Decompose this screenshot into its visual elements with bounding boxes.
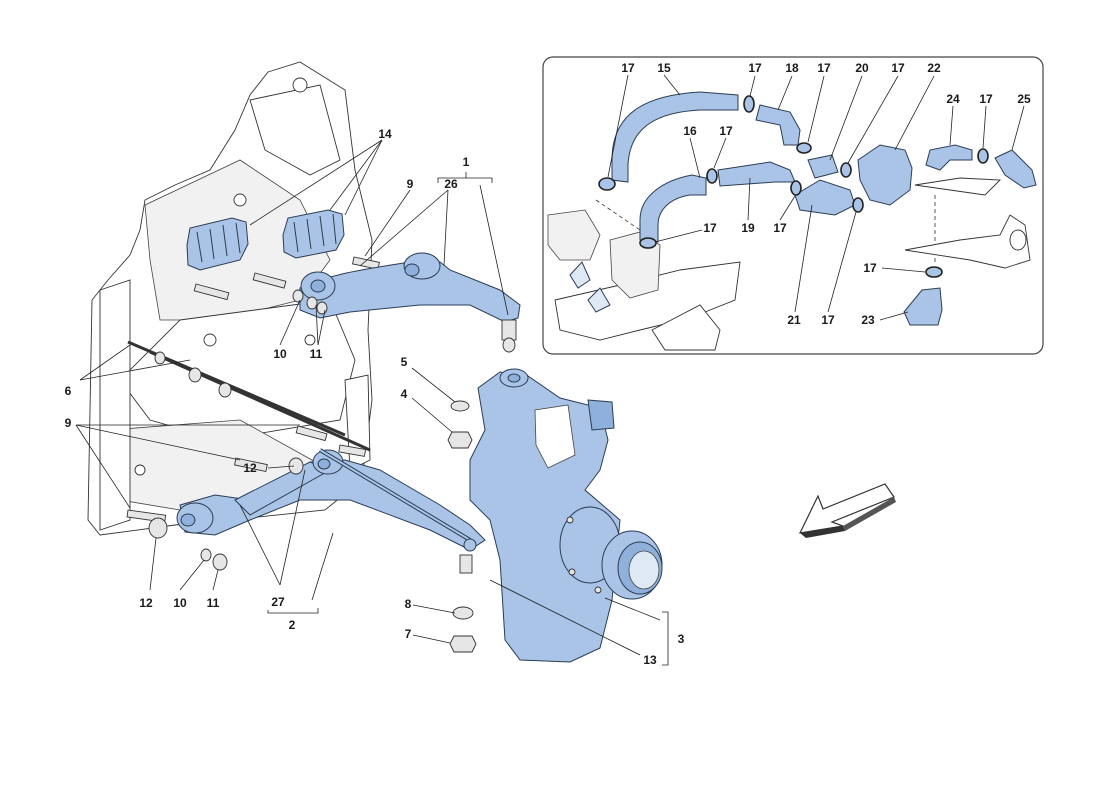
callout-inset-17h: 17: [773, 221, 787, 235]
callout-labels: 1 26 9 14 6 9 10 11 12 12 10 11 27 2 5 4…: [65, 61, 1031, 667]
callout-inset-22: 22: [927, 61, 941, 75]
lower-bushings: [148, 457, 304, 571]
upper-bolts: [193, 256, 380, 301]
callout-inset-17f: 17: [719, 124, 733, 138]
callout-12-mid: 12: [243, 461, 257, 475]
callout-8: 8: [405, 597, 412, 611]
callout-inset-17a: 17: [621, 61, 635, 75]
callout-inset-17c: 17: [817, 61, 831, 75]
callout-inset-20: 20: [855, 61, 869, 75]
callout-inset-25: 25: [1017, 92, 1031, 106]
callout-10-upper: 10: [273, 347, 287, 361]
upper-washers: [292, 289, 328, 315]
callout-3: 3: [678, 632, 685, 646]
callout-2: 2: [289, 618, 296, 632]
callout-26: 26: [444, 177, 458, 191]
callout-inset-17j: 17: [863, 261, 877, 275]
callout-inset-15: 15: [657, 61, 671, 75]
callout-13: 13: [643, 653, 657, 667]
upper-bracket-right: [282, 209, 345, 259]
callout-6: 6: [65, 384, 72, 398]
callout-9-left: 9: [65, 416, 72, 430]
callout-7: 7: [405, 627, 412, 641]
callout-1: 1: [463, 155, 470, 169]
lower-bolts: [126, 425, 367, 523]
leader-lines: [75, 74, 1025, 666]
callout-inset-21: 21: [787, 313, 801, 327]
callout-27: 27: [271, 595, 285, 609]
callout-inset-17i: 17: [821, 313, 835, 327]
callout-inset-18: 18: [785, 61, 799, 75]
callout-inset-23: 23: [861, 313, 875, 327]
nuts-washers: [447, 400, 477, 653]
callout-10-lower: 10: [173, 596, 187, 610]
callout-12-lower: 12: [139, 596, 153, 610]
lower-control-arm: [176, 449, 486, 574]
callout-inset-17g: 17: [703, 221, 717, 235]
callout-14: 14: [378, 127, 392, 141]
callout-9-upper: 9: [407, 177, 414, 191]
callout-11-upper: 11: [310, 347, 323, 361]
hub-carrier: [469, 368, 663, 663]
callout-inset-19: 19: [741, 221, 755, 235]
callout-inset-17d: 17: [891, 61, 905, 75]
callout-4: 4: [401, 387, 408, 401]
callout-inset-17e: 17: [979, 92, 993, 106]
direction-arrow-icon: [798, 483, 896, 538]
callout-11-lower: 11: [207, 596, 220, 610]
inset-panel: [542, 56, 1044, 355]
callout-inset-16: 16: [683, 124, 697, 138]
callout-inset-17b: 17: [748, 61, 762, 75]
upper-bracket-left: [186, 217, 249, 271]
callout-inset-24: 24: [946, 92, 960, 106]
callout-5: 5: [401, 355, 408, 369]
upper-control-arm: [299, 252, 521, 353]
toe-link: [318, 448, 477, 552]
long-bolts: [127, 340, 371, 452]
